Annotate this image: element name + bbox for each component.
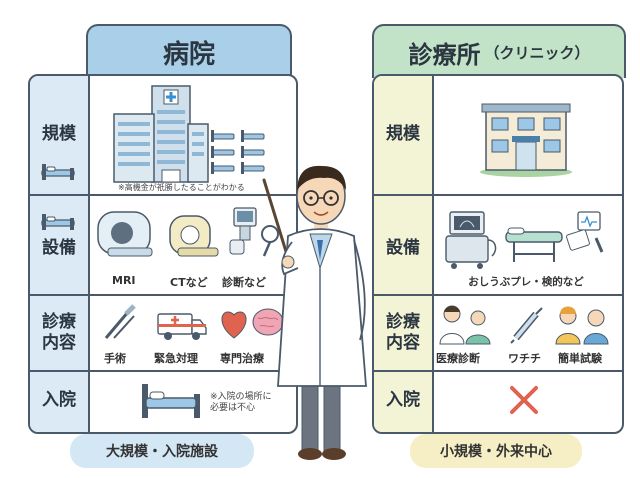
hospital-building-icon [113,85,209,183]
equipment-item-diagnostics: 診断など [222,276,266,289]
clinic-row-care-label: 診療 内容 [386,312,420,353]
hospital-bed-icon [142,384,200,418]
scalpel-icon [104,304,136,339]
admission-note: ※入院の場所に 必要は不心 [210,392,272,413]
bed-icon [41,214,75,230]
hospital-row-scale-label: 規模 [42,124,76,144]
clinic-building-icon [480,103,572,177]
clinic-header: 診療所（クリニック） [372,24,626,78]
clinic-summary-text: 小規模・外来中心 [440,444,552,460]
clinic-care-item-simple-test: 簡単試験 [558,352,602,365]
clinic-panel: 規模 設備 診療 内容 入院 おしうぶプレ・検的など [372,74,624,434]
hospital-panel: 規模 設備 診療 内容 入院 [28,74,298,434]
hospital-label-column [30,76,88,432]
care-item-surgery: 手術 [104,352,126,365]
doctor-illustration [262,165,367,460]
ct-scanner-icon [169,215,219,257]
exam-table-icon [505,227,563,262]
doctor-patient-icon [439,305,491,345]
heart-brain-icon [221,308,284,339]
hospital-title: 病院 [162,39,215,70]
mri-scanner-icon [97,211,153,257]
clinic-summary-pill: 小規模・外来中心 [410,434,582,468]
clinic-label-column [374,76,432,432]
clinic-row-scale-label: 規模 [386,124,420,144]
equipment-item-mri: MRI [112,274,136,287]
hospital-scale-note: ※高機金が祇勝したることがわかる [118,183,245,192]
hospital-summary-text: 大規模・入院施設 [106,444,218,460]
hospital-row-care-label: 診療 内容 [42,312,76,353]
care-item-specialist: 専門治療 [220,352,264,365]
clinic-care-item-diagnosis: 医療診断 [436,352,480,365]
care-item-emergency: 緊急対理 [154,352,198,365]
ultrasound-machine-icon [445,211,497,269]
diagnostic-equipment-icon [229,207,279,257]
clinic-row-admission-label: 入院 [386,390,420,410]
bed-icon [41,164,75,180]
clinic-row-equipment-label: 設備 [386,238,420,258]
clinic-title-sub: （クリニック） [484,43,590,62]
hospital-row-admission-label: 入院 [42,390,76,410]
cross-mark-icon [510,386,538,414]
hospital-row-equipment-label: 設備 [42,238,76,258]
syringe-icon [510,307,543,344]
clinic-care-item-vaccine: ワチチ [508,352,541,365]
hospital-header: 病院 [86,24,292,78]
bed-grid-icon [211,130,265,174]
monitor-icon [566,211,604,253]
clinic-title: 診療所 [408,40,481,69]
consultation-icon [555,306,609,345]
hospital-summary-pill: 大規模・入院施設 [70,434,254,468]
equipment-item-ct: CTなど [170,276,208,289]
clinic-equipment-caption: おしうぶプレ・検的など [468,276,584,288]
ambulance-icon [157,313,207,340]
